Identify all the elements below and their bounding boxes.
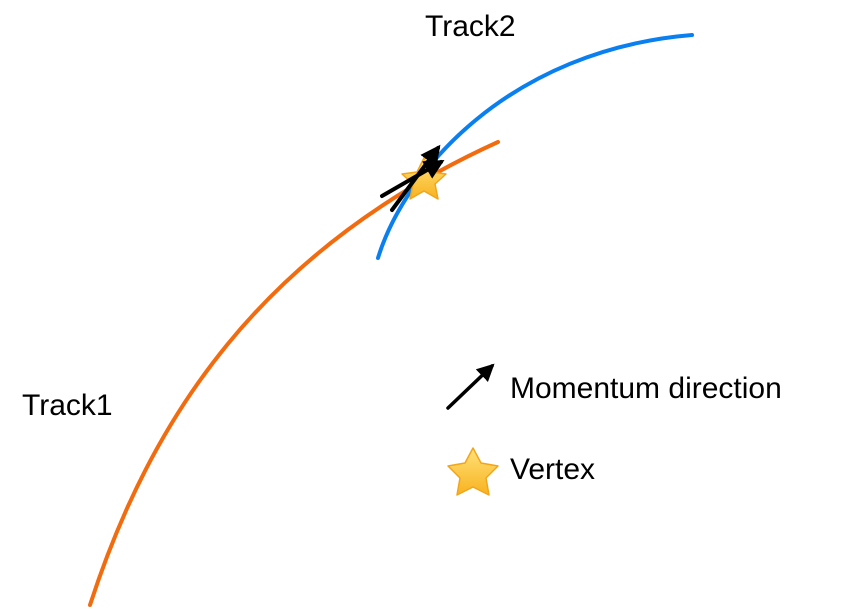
momentum-arrow-track1	[380, 160, 445, 198]
arrow-icon	[446, 363, 495, 410]
track2-curve	[376, 33, 694, 260]
track1-curve	[88, 140, 500, 607]
track2-label: Track2	[425, 10, 516, 43]
legend-momentum-label: Momentum direction	[510, 372, 782, 405]
legend-vertex-label: Vertex	[510, 453, 596, 486]
star-icon	[447, 447, 499, 496]
track1-label: Track1	[22, 389, 113, 422]
